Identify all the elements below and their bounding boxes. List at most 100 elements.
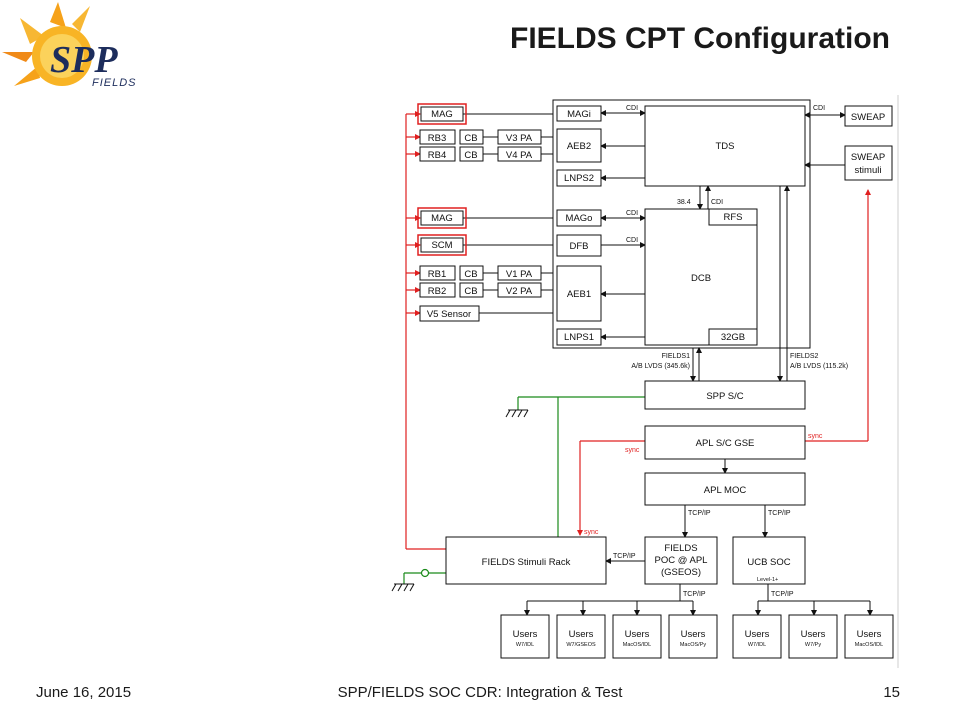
svg-text:RB1: RB1 (428, 269, 446, 280)
link-label: TCP/IP (771, 591, 794, 598)
svg-text:RFS: RFS (724, 212, 743, 223)
link-label: CDI (626, 237, 638, 244)
svg-text:RB3: RB3 (428, 133, 446, 144)
link-label: 38.4 (677, 199, 691, 206)
svg-text:AEB1: AEB1 (567, 289, 591, 300)
users-box: Users W7/GSEOS (556, 614, 606, 659)
svg-text:Users: Users (801, 629, 826, 640)
board-32gb: 32GB (708, 328, 758, 346)
sync-label: sync (625, 447, 640, 454)
sensor-rb2: RB2 (419, 282, 456, 298)
svg-text:AEB2: AEB2 (567, 141, 591, 152)
svg-text:LNPS1: LNPS1 (564, 332, 594, 343)
svg-text:V2 PA: V2 PA (506, 286, 533, 297)
users-box: Users MacOS/Py (668, 614, 718, 659)
svg-text:W7/IDL: W7/IDL (516, 642, 534, 648)
svg-text:POC @ APL: POC @ APL (655, 555, 708, 566)
link-label: A/B LVDS (115.2k) (790, 363, 848, 370)
svg-text:stimuli: stimuli (855, 165, 882, 176)
sensor-mag-2: MAG (417, 207, 467, 229)
apl-moc-box: APL MOC (644, 472, 806, 506)
svg-text:CB: CB (464, 269, 477, 280)
link-label: Level-1+ (757, 577, 778, 583)
sync-label: sync (584, 529, 599, 536)
users-box: Users MacOS/IDL (844, 614, 894, 659)
board-dfb: DFB (556, 234, 602, 257)
svg-text:DCB: DCB (691, 273, 711, 284)
svg-text:DFB: DFB (570, 241, 589, 252)
svg-text:SCM: SCM (431, 240, 452, 251)
svg-text:V4 PA: V4 PA (506, 150, 533, 161)
cb-1: CB (459, 129, 484, 145)
poc-box: FIELDS POC @ APL (GSEOS) (644, 536, 718, 585)
sync-label: sync (808, 433, 823, 440)
link-label: CDI (711, 199, 723, 206)
preamp-v2: V2 PA (497, 282, 542, 298)
sun-rays-icon (2, 2, 90, 86)
users-box: Users W7/IDL (732, 614, 782, 659)
page-number: 15 (883, 684, 900, 701)
preamp-v3: V3 PA (497, 129, 542, 145)
svg-text:RB2: RB2 (428, 286, 446, 297)
svg-text:V5 Sensor: V5 Sensor (427, 309, 471, 320)
svg-text:CB: CB (464, 133, 477, 144)
board-lnps1: LNPS1 (556, 328, 602, 346)
svg-text:MAGi: MAGi (567, 109, 591, 120)
svg-text:MacOS/IDL: MacOS/IDL (855, 642, 883, 648)
footer-date: June 16, 2015 (36, 684, 132, 701)
svg-text:CB: CB (464, 150, 477, 161)
board-rfs: RFS (708, 208, 758, 226)
sensor-mag-1: MAG (417, 103, 467, 125)
ground-symbol-icon (391, 583, 415, 592)
preamp-v4: V4 PA (497, 146, 542, 162)
board-tds: TDS (644, 105, 806, 187)
svg-text:CB: CB (464, 286, 477, 297)
svg-text:32GB: 32GB (721, 332, 745, 343)
svg-text:V1 PA: V1 PA (506, 269, 533, 280)
board-aeb1: AEB1 (556, 265, 602, 322)
slide-title: FIELDS CPT Configuration (510, 22, 890, 55)
svg-text:Users: Users (745, 629, 770, 640)
sensor-rb3: RB3 (419, 129, 456, 145)
svg-text:MAG: MAG (431, 109, 453, 120)
svg-text:TDS: TDS (716, 141, 735, 152)
svg-text:MacOS/Py: MacOS/Py (680, 642, 707, 648)
svg-text:W7/IDL: W7/IDL (748, 642, 766, 648)
link-label: CDI (626, 105, 638, 112)
board-mago: MAGo (556, 209, 602, 227)
svg-text:W7/Py: W7/Py (805, 642, 821, 648)
svg-text:Users: Users (513, 629, 538, 640)
link-label: CDI (813, 105, 825, 112)
sensor-rb1: RB1 (419, 265, 456, 281)
ucb-soc-box: UCB SOC (732, 536, 806, 585)
cb-3: CB (459, 265, 484, 281)
svg-text:APL MOC: APL MOC (704, 485, 747, 496)
svg-text:FIELDS Stimuli Rack: FIELDS Stimuli Rack (482, 557, 571, 568)
svg-text:FIELDS: FIELDS (664, 543, 697, 554)
apl-gse-box: APL S/C GSE (644, 425, 806, 460)
link-label: TCP/IP (768, 510, 791, 517)
svg-text:SWEAP: SWEAP (851, 112, 885, 123)
sensor-scm: SCM (417, 234, 467, 256)
sensor-v5: V5 Sensor (419, 305, 480, 322)
board-dcb: DCB (644, 208, 758, 346)
svg-text:Users: Users (569, 629, 594, 640)
sweap-box: SWEAP (844, 105, 893, 127)
logo-text: SPP (50, 39, 118, 81)
svg-text:W7/GSEOS: W7/GSEOS (566, 642, 596, 648)
ground-symbol-icon (505, 409, 529, 418)
link-label: FIELDS2 (790, 353, 819, 360)
spp-sc-box: SPP S/C (644, 380, 806, 410)
svg-text:LNPS2: LNPS2 (564, 173, 594, 184)
users-box: Users W7/Py (788, 614, 838, 659)
board-aeb2: AEB2 (556, 128, 602, 163)
svg-text:V3 PA: V3 PA (506, 133, 533, 144)
cb-4: CB (459, 282, 484, 298)
footer-title: SPP/FIELDS SOC CDR: Integration & Test (337, 684, 623, 701)
link-label: TCP/IP (688, 510, 711, 517)
svg-text:(GSEOS): (GSEOS) (661, 567, 701, 578)
link-label: CDI (626, 210, 638, 217)
svg-text:RB4: RB4 (428, 150, 446, 161)
svg-text:Users: Users (625, 629, 650, 640)
